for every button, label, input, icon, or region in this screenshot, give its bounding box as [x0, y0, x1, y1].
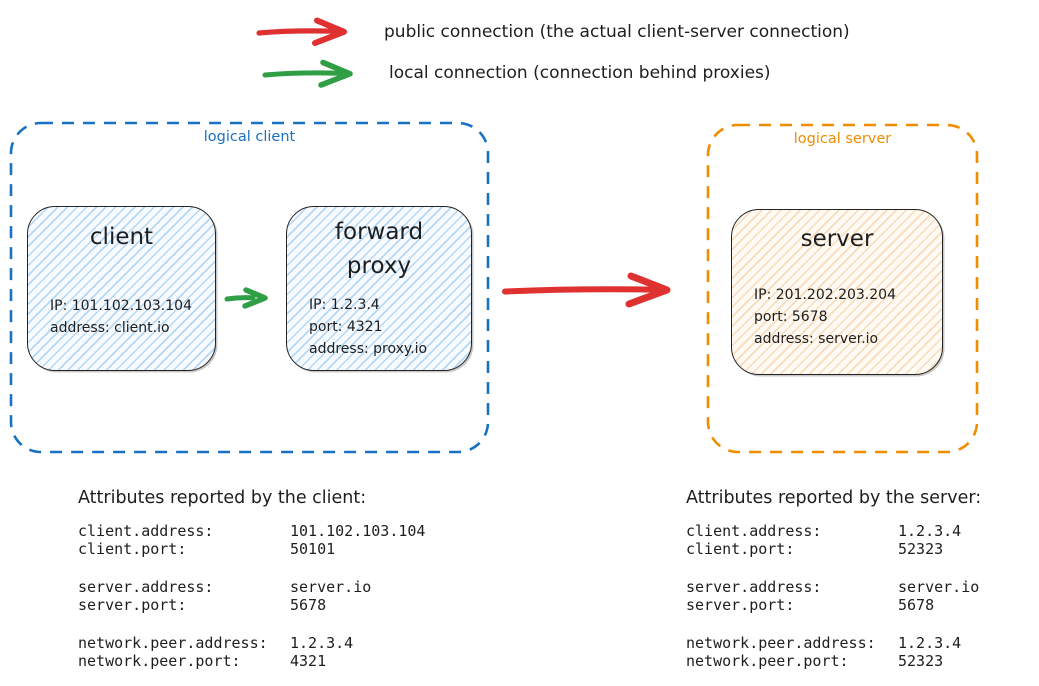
attr-key: client.port: [686, 540, 795, 558]
attr-value: 1.2.3.4 [290, 634, 354, 652]
attr-row: server.port: 5678 [686, 596, 981, 614]
attr-key: server.address: [686, 578, 822, 596]
logical-client-label: logical client [203, 129, 296, 145]
proxy-node-address: address: proxy.io [309, 341, 428, 357]
server-node-ip: IP: 201.202.203.204 [754, 287, 896, 303]
attr-value: server.io [290, 578, 372, 596]
logical-server-boundary [706, 123, 979, 454]
server-attributes-title: Attributes reported by the server: [686, 488, 982, 508]
logical-server-label: logical server [793, 131, 892, 147]
attr-value: 1.2.3.4 [898, 522, 962, 540]
attr-key: network.peer.port: [78, 652, 241, 670]
attr-key: network.peer.address: [78, 634, 268, 652]
client-attributes-title: Attributes reported by the client: [78, 488, 367, 508]
client-node: client IP: 101.102.103.104 address: clie… [27, 206, 216, 371]
attr-value: server.io [898, 578, 980, 596]
attr-row: network.peer.address: 1.2.3.4 [686, 634, 981, 652]
attr-row: client.address: 1.2.3.4 [686, 522, 981, 540]
proxy-node-port: port: 4321 [309, 319, 383, 335]
attr-row: server.address: server.io [686, 578, 981, 596]
attr-row: server.address: server.io [78, 578, 425, 596]
attr-row: client.port: 50101 [78, 540, 425, 558]
client-node-title: client [89, 224, 154, 250]
server-node-address: address: server.io [754, 331, 879, 347]
server-node: server IP: 201.202.203.204 port: 5678 ad… [731, 209, 943, 375]
attr-row: server.port: 5678 [78, 596, 425, 614]
client-node-ip: IP: 101.102.103.104 [50, 298, 192, 314]
logical-client-boundary [9, 121, 490, 454]
client-attributes-section: Attributes reported by the client: clien… [78, 486, 425, 670]
attr-key: client.address: [686, 522, 822, 540]
attr-key: network.peer.port: [686, 652, 849, 670]
attr-key: network.peer.address: [686, 634, 876, 652]
attr-key: server.address: [78, 578, 214, 596]
attr-row: client.address: 101.102.103.104 [78, 522, 425, 540]
attr-key: client.address: [78, 522, 214, 540]
server-node-port: port: 5678 [754, 309, 828, 325]
attr-row: network.peer.port: 4321 [78, 652, 425, 670]
attr-row: network.peer.address: 1.2.3.4 [78, 634, 425, 652]
local-connection-arrow-icon [262, 59, 353, 88]
client-node-address: address: client.io [50, 320, 170, 336]
attr-value: 5678 [898, 596, 935, 614]
client-to-proxy-arrow-icon [224, 287, 268, 309]
forward-proxy-node: forward proxy IP: 1.2.3.4 port: 4321 add… [286, 206, 472, 371]
attr-value: 52323 [898, 540, 944, 558]
attr-row: network.peer.port: 52323 [686, 652, 981, 670]
server-attributes-section: Attributes reported by the server: clien… [686, 486, 981, 670]
attr-row: client.port: 52323 [686, 540, 981, 558]
proxy-node-title-line2: proxy [346, 253, 412, 279]
attr-value: 52323 [898, 652, 944, 670]
proxy-node-ip: IP: 1.2.3.4 [309, 297, 380, 313]
attr-key: client.port: [78, 540, 187, 558]
proxy-to-server-arrow-icon [502, 272, 671, 308]
proxy-node-title-line1: forward [334, 219, 424, 245]
attr-key: server.port: [686, 596, 795, 614]
attr-value: 50101 [290, 540, 336, 558]
public-connection-arrow-icon [256, 17, 347, 46]
legend-local-label: local connection (connection behind prox… [389, 63, 771, 83]
attr-value: 101.102.103.104 [290, 522, 426, 540]
server-node-title: server [800, 226, 874, 252]
attr-value: 4321 [290, 652, 327, 670]
attr-value: 1.2.3.4 [898, 634, 962, 652]
attr-key: server.port: [78, 596, 187, 614]
attr-value: 5678 [290, 596, 327, 614]
legend-public-label: public connection (the actual client-ser… [384, 22, 850, 42]
